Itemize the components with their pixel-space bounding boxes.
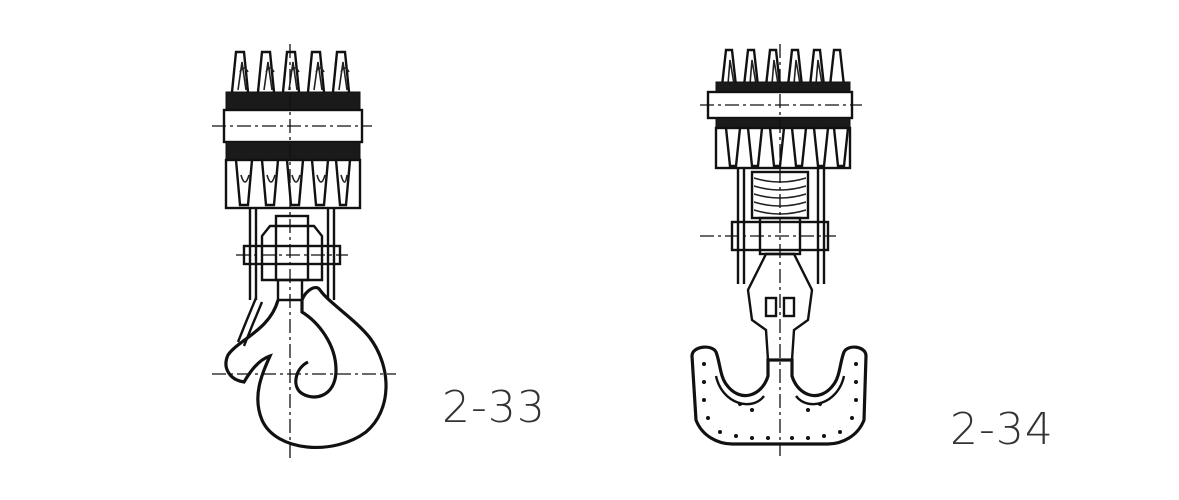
upper-sheaves [230, 50, 351, 93]
double-hook-body [690, 345, 868, 446]
figure-label-2-33: 2-33 [442, 382, 546, 433]
lower-sheaves [224, 158, 362, 210]
lower-bearing-band [715, 117, 851, 129]
upper-sheaves [720, 48, 846, 87]
lower-sheaves [714, 126, 852, 170]
lower-bearing-band [225, 141, 361, 161]
single-hook-block-drawing [212, 44, 396, 462]
crosshead [260, 224, 324, 282]
safety-latch [236, 297, 258, 343]
rivet-dots [702, 362, 858, 440]
upper-bearing-band [715, 81, 851, 93]
upper-bearing-band [225, 91, 361, 111]
hook-body [224, 286, 388, 450]
double-hook-block-drawing [690, 44, 868, 456]
figure-label-2-34: 2-34 [950, 404, 1054, 455]
